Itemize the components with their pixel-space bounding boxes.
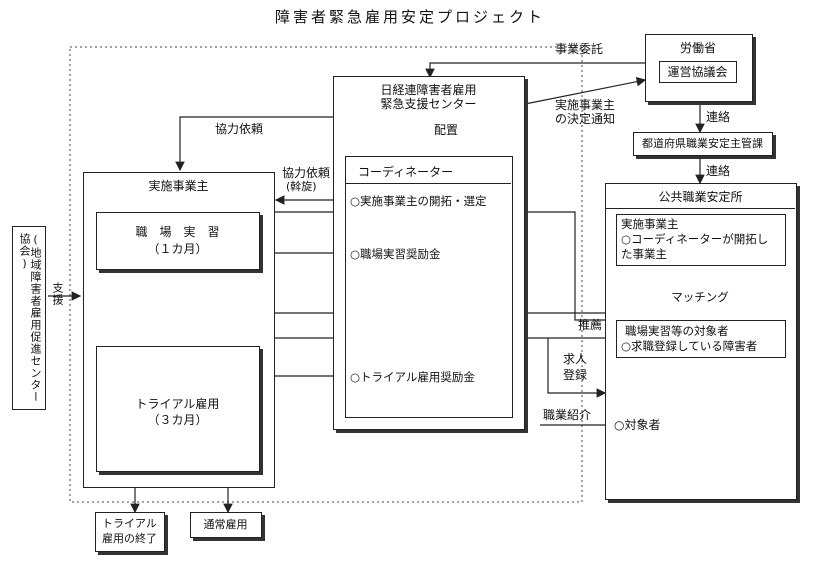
kyujin-label-2: 登録 — [563, 368, 588, 382]
trial-box: トライアル雇用 （３カ月） — [96, 346, 260, 472]
coord-item-1: ○実施事業主の開拓・選定 — [350, 194, 487, 208]
line-to-hello — [520, 211, 605, 321]
haichi-label: 配置 — [434, 123, 459, 137]
left-org-label: (地域障害者雇用促進センター協会) — [18, 233, 42, 403]
tsujo-label: 通常雇用 — [203, 518, 248, 531]
diagram-title: 障害者緊急雇用安定プロジェクト — [274, 8, 545, 26]
nikkeiren-label-2: 緊急支援センター — [380, 97, 477, 111]
trial-label-2: （３カ月） — [147, 413, 208, 427]
kokyo-label: 公共職業安定所 — [658, 190, 743, 204]
taishosha-label: ○対象者 — [614, 418, 661, 432]
todofuken-label: 都道府県職業安定主管課 — [642, 137, 763, 150]
end-box: トライアル 雇用の終了 — [95, 512, 165, 552]
shien-label: 支援 — [51, 282, 64, 306]
unei-box: 運営協議会 — [659, 61, 737, 83]
shokugyo-shokai-label: 職業紹介 — [543, 408, 592, 422]
kyoryoku-irai-2-label: 協力依頼 — [282, 166, 331, 180]
hello-item1-box: 実施事業主 ○コーディネーターが開拓し た事業主 — [616, 214, 786, 266]
coord-item-2: ○職場実習奨励金 — [350, 247, 441, 261]
rodosho-label: 労働省 — [679, 41, 716, 55]
project-boundary — [69, 46, 583, 503]
hello-item1-3: た事業主 — [621, 247, 667, 261]
unei-label: 運営協議会 — [667, 65, 728, 79]
todofuken-box: 都道府県職業安定主管課 — [633, 132, 773, 156]
arrow-kyoryoku-irai — [175, 116, 333, 172]
matching-label: マッチング — [671, 290, 729, 304]
kyoryoku-irai-2-sub: (斡旋) — [286, 180, 317, 193]
hello-item1-1: 実施事業主 — [621, 217, 679, 231]
kyoryoku-irai-label: 協力依頼 — [215, 122, 264, 136]
end-label-2: 雇用の終了 — [102, 532, 157, 545]
jigyo-itaku-label: 事業委託 — [555, 42, 604, 56]
kettei-label-2: の決定通知 — [555, 112, 616, 126]
shokuba-label-2: （１カ月） — [147, 242, 208, 256]
shokuba-box: 職 場 実 習 （１カ月） — [96, 212, 260, 270]
hello-item2-1: 職場実習等の対象者 — [625, 324, 729, 338]
arrow-kyujin — [547, 338, 607, 398]
rodosho-box: 労働省 運営協議会 — [645, 34, 753, 102]
renraku-label-1: 連絡 — [706, 110, 731, 124]
arrow-jigyo-itaku — [425, 62, 645, 79]
shokuba-label-1: 職 場 実 習 — [135, 225, 220, 239]
hello-item1-2: ○コーディネーターが開拓し — [621, 232, 769, 246]
left-org-box: (地域障害者雇用促進センター協会) — [12, 226, 46, 410]
hello-item2-box: 職場実習等の対象者 ○求職登録している障害者 — [616, 320, 786, 358]
trial-label-1: トライアル雇用 — [135, 397, 220, 411]
nikkeiren-label-1: 日経連障害者雇用 — [380, 83, 477, 97]
coordinator-box: コーディネーター ○実施事業主の開拓・選定 ○職場実習奨励金 ○トライアル雇用奨… — [345, 156, 513, 418]
kokyo-box: 公共職業安定所 実施事業主 ○コーディネーターが開拓し た事業主 職場実習等の対… — [605, 183, 797, 500]
arrow-kettei — [524, 76, 647, 105]
coordinator-label: コーディネーター — [358, 165, 454, 179]
tsujo-box: 通常雇用 — [190, 512, 262, 538]
end-label-1: トライアル — [102, 517, 157, 530]
coord-item-3: ○トライアル雇用奨励金 — [350, 370, 475, 384]
kettei-label-1: 実施事業主 — [555, 98, 616, 112]
kyujin-label-1: 求人 — [563, 352, 588, 366]
renraku-label-2: 連絡 — [706, 164, 731, 178]
jisshi-jigyonushi-label: 実施事業主 — [148, 179, 209, 193]
hello-item2-2: ○求職登録している障害者 — [621, 339, 758, 353]
suisen-label: 推薦 — [578, 318, 603, 332]
